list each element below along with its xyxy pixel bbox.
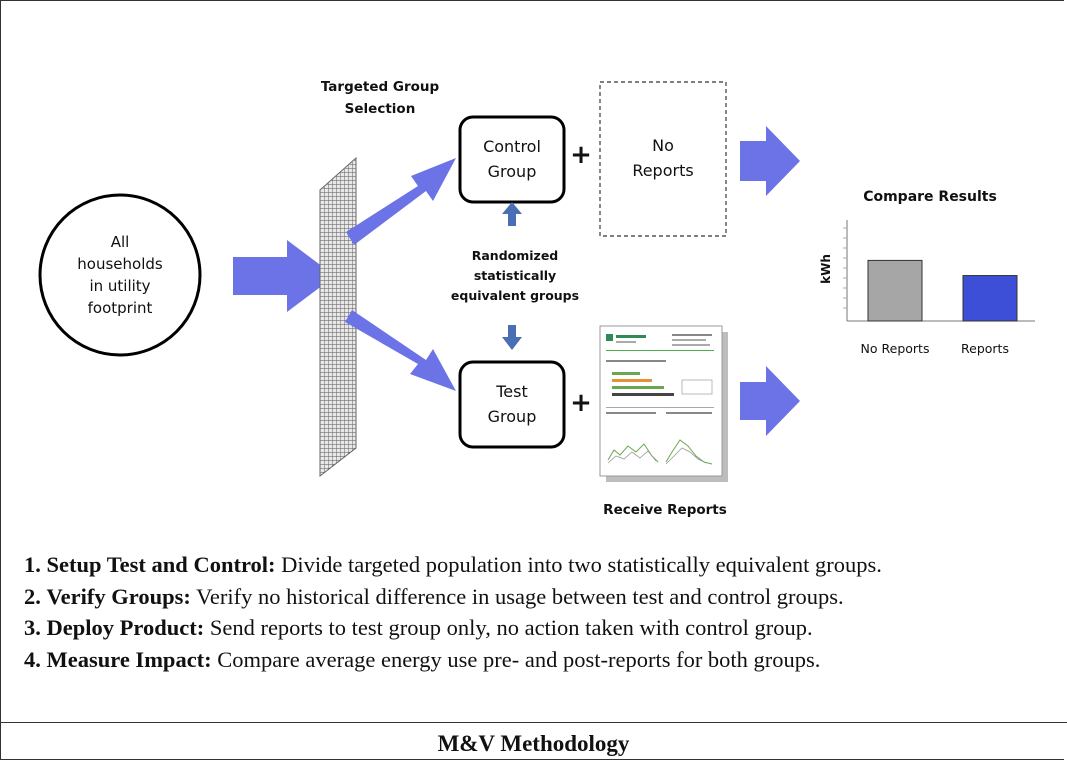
- chart-y-label: kWh: [819, 254, 833, 284]
- population-line: All: [110, 233, 130, 251]
- population-label: All households in utility footprint: [70, 231, 170, 319]
- population-line: households: [77, 255, 163, 273]
- population-circle: [38, 193, 202, 357]
- steps-list: 1. Setup Test and Control: Divide target…: [24, 549, 1054, 675]
- step-text: Verify no historical difference in usage…: [190, 583, 844, 609]
- chart-category-label: Reports: [961, 341, 1009, 356]
- step-item: 3. Deploy Product: Send reports to test …: [24, 615, 813, 640]
- step-text: Divide targeted population into two stat…: [275, 552, 882, 577]
- arrow-to-test: [345, 310, 456, 391]
- figure-caption: M&V Methodology: [437, 731, 630, 756]
- report-thumbnail: [599, 325, 728, 482]
- arrow-to-control: [346, 158, 456, 245]
- selection-line: Selection: [344, 101, 416, 117]
- chart-title: Compare Results: [863, 189, 997, 205]
- step-item: 2. Verify Groups: Verify no historical d…: [24, 583, 844, 609]
- step-text: Send reports to test group only, no acti…: [204, 615, 813, 640]
- chart-category-label: No Reports: [860, 341, 930, 356]
- arrow-down-icon: [502, 325, 522, 350]
- step-title: Deploy Product:: [46, 615, 205, 640]
- arrow-up-icon: [502, 202, 522, 226]
- control-group-label: Control Group: [483, 137, 541, 181]
- selection-line: Targeted Group: [320, 79, 440, 95]
- step-title: Setup Test and Control:: [46, 552, 276, 577]
- arrow-to-selection: [233, 240, 335, 312]
- step-item: 4. Measure Impact: Compare average energ…: [24, 646, 821, 672]
- population-line: footprint: [87, 299, 153, 317]
- step-text: Compare average energy use pre- and post…: [211, 646, 821, 672]
- step-item: 1. Setup Test and Control: Divide target…: [24, 552, 882, 577]
- population-line: in utility: [89, 277, 151, 295]
- caption-divider: [0, 722, 1067, 723]
- plus-control: +: [570, 140, 592, 170]
- selection-screen: [319, 156, 357, 478]
- methodology-diagram: [38, 81, 1035, 482]
- chart-bar-no-reports: [867, 259, 923, 322]
- test-group-box: [458, 360, 566, 449]
- arrow-test-to-results: [740, 366, 800, 436]
- receive-reports-label: Receive Reports: [603, 502, 727, 518]
- chart-y-ticks: [843, 227, 847, 309]
- arrow-control-to-results: [740, 126, 800, 196]
- test-group-label: Test Group: [487, 382, 537, 426]
- no-reports-label: No Reports: [632, 136, 694, 180]
- step-title: Verify Groups:: [46, 583, 191, 609]
- randomized-label: Randomized statistically equivalent grou…: [450, 248, 580, 303]
- step-title: Measure Impact:: [46, 646, 212, 672]
- no-reports-box: [599, 81, 727, 237]
- selection-label: Targeted Group Selection: [300, 76, 460, 120]
- plus-test: +: [570, 388, 592, 418]
- chart-bar-reports: [962, 275, 1018, 322]
